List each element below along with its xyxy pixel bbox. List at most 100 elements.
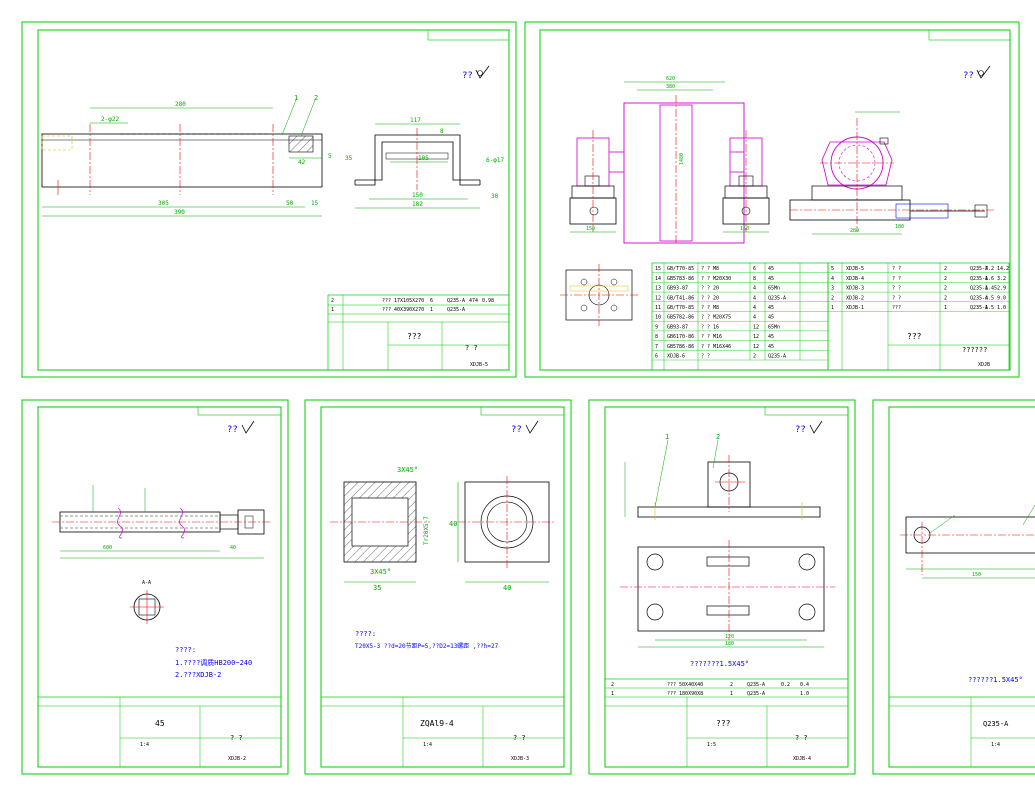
parts-cell: ? ?: [892, 295, 901, 301]
svg-text:1: 1: [294, 94, 298, 102]
svg-text:2: 2: [331, 298, 334, 304]
svg-text:??: ??: [963, 71, 974, 81]
svg-text:1:4: 1:4: [991, 742, 1000, 748]
title-block-5: 2 ??? 50X40X40 2 Q235-A 0.2 0.4 1 ??? 18…: [604, 678, 849, 768]
svg-text:2: 2: [611, 682, 614, 688]
roughness-symbol-icon: ??: [511, 420, 539, 435]
parts-cell: XDJB-4: [846, 276, 864, 282]
svg-text:1: 1: [730, 691, 733, 697]
svg-text:2: 2: [314, 94, 318, 102]
svg-text:0.2: 0.2: [781, 682, 790, 688]
parts-cell: Q235-A: [768, 295, 786, 301]
svg-text:A-A: A-A: [142, 580, 151, 586]
parts-cell: 6: [753, 266, 756, 272]
parts-cell: 4: [753, 295, 756, 301]
parts-cell: 14: [655, 276, 661, 282]
parts-cell: GB5783-86: [667, 276, 694, 282]
svg-text:180: 180: [725, 641, 734, 647]
svg-text:1480: 1480: [679, 153, 685, 165]
svg-text:XDJB: XDJB: [978, 362, 990, 368]
parts-cell: Q235-A: [970, 266, 988, 272]
title-block-3: 45 ? ? XDJB-2 1:4: [37, 696, 282, 768]
chamfer-note: ??????1.5X45°: [968, 676, 1023, 684]
parts-cell: 2.9: [997, 286, 1006, 292]
svg-text:2: 2: [716, 433, 720, 441]
parts-cell: 12: [753, 324, 759, 330]
title-block-1: 2 ??? 17X105X270 6 Q235-A 474 0.98 1 ???…: [327, 294, 510, 371]
parts-cell: 14.2: [997, 266, 1009, 272]
title-block-4: ZQAl9-4 ? ? XDJB-3 1:4: [320, 696, 565, 768]
svg-text:Q235-A: Q235-A: [747, 682, 765, 688]
parts-cell: 4: [831, 276, 834, 282]
svg-text:40: 40: [449, 520, 457, 528]
parts-cell: 65Mn: [768, 324, 780, 330]
parts-cell: ? ? M20X75: [701, 315, 731, 321]
svg-text:15: 15: [311, 200, 319, 207]
parts-cell: 7: [655, 344, 658, 350]
parts-cell: GB93-87: [667, 286, 688, 292]
parts-cell: ? ? M16X46: [701, 344, 731, 350]
parts-cell: GB5786-86: [667, 344, 694, 350]
parts-cell: 45: [768, 315, 774, 321]
parts-cell: GB/T41-86: [667, 295, 694, 301]
svg-text:0.98: 0.98: [482, 298, 494, 304]
parts-cell: 3: [831, 286, 834, 292]
svg-text:600: 600: [103, 545, 112, 551]
svg-text:? ?: ? ?: [465, 344, 478, 352]
sheet-4: ?? 35 3X45° 3X45° Tr20X5-7 40 40 ????: T…: [304, 399, 572, 775]
parts-cell: 45: [768, 334, 774, 340]
parts-cell: 45: [768, 305, 774, 311]
svg-text:0.4: 0.4: [800, 682, 809, 688]
parts-cell: XDJB-3: [846, 286, 864, 292]
parts-cell: 12: [655, 295, 661, 301]
parts-cell: 1: [944, 305, 947, 311]
svg-text:390: 390: [174, 209, 185, 216]
svg-text:Q235-A: Q235-A: [447, 298, 465, 304]
parts-cell: 6: [655, 354, 658, 360]
svg-text:305: 305: [158, 200, 169, 207]
sheet-6: 150 ??????1.5X45° Q235-A 1:4: [872, 399, 1035, 775]
parts-cell: 8: [753, 276, 756, 282]
parts-cell: ? ? 20: [701, 295, 719, 301]
base-plate-view: 280 2-φ22 305 50 15 390 42 1 2 5: [41, 94, 332, 217]
svg-text:??????: ??????: [962, 346, 987, 354]
sheet-2: ?? 620 380: [524, 21, 1020, 378]
parts-cell: 15: [655, 266, 661, 272]
parts-cell: 5: [831, 266, 834, 272]
svg-text:474: 474: [469, 298, 478, 304]
parts-cell: XDJB-6: [667, 354, 685, 360]
parts-cell: 65Mn: [768, 286, 780, 292]
svg-text:280: 280: [850, 228, 859, 234]
sheet-1: ?? 280 2-φ22 305 50 15 390: [21, 21, 517, 378]
section-view: A-A: [130, 580, 164, 624]
svg-text:35: 35: [373, 584, 381, 592]
parts-cell: ? ? 20: [701, 286, 719, 292]
svg-text:5: 5: [328, 153, 332, 160]
tech-note-2: 2.???XDJB-2: [175, 671, 221, 679]
parts-cell: 13: [655, 286, 661, 292]
parts-cell: 3.2: [997, 276, 1006, 282]
svg-text:150: 150: [740, 226, 749, 232]
svg-text:6-φ17: 6-φ17: [486, 157, 504, 164]
roughness-symbol-icon: ??: [462, 65, 490, 81]
svg-text:1:4: 1:4: [140, 742, 149, 748]
parts-cell: Q235-A: [970, 276, 988, 282]
svg-text:XDJB-2: XDJB-2: [228, 756, 246, 762]
svg-text:XDJB-3: XDJB-3: [511, 756, 529, 762]
svg-text:150: 150: [412, 192, 423, 199]
tech-note-title: ????:: [355, 630, 376, 638]
lead-screw-view: 600 40: [52, 485, 270, 559]
svg-text:182: 182: [412, 201, 423, 208]
svg-text:30: 30: [491, 193, 499, 200]
svg-text:1: 1: [331, 307, 334, 313]
svg-text:1: 1: [665, 433, 669, 441]
parts-cell: ? ? M8: [701, 266, 719, 272]
parts-cell: Q235-A: [768, 354, 786, 360]
svg-text:45: 45: [155, 719, 165, 728]
svg-text:XDJB-4: XDJB-4: [793, 756, 811, 762]
svg-text:XDJB-5: XDJB-5: [470, 362, 488, 368]
parts-cell: XDJB-1: [846, 305, 864, 311]
svg-text:1.0: 1.0: [800, 691, 809, 697]
roughness-symbol-icon: ??: [963, 65, 991, 81]
svg-text:42: 42: [298, 159, 306, 166]
